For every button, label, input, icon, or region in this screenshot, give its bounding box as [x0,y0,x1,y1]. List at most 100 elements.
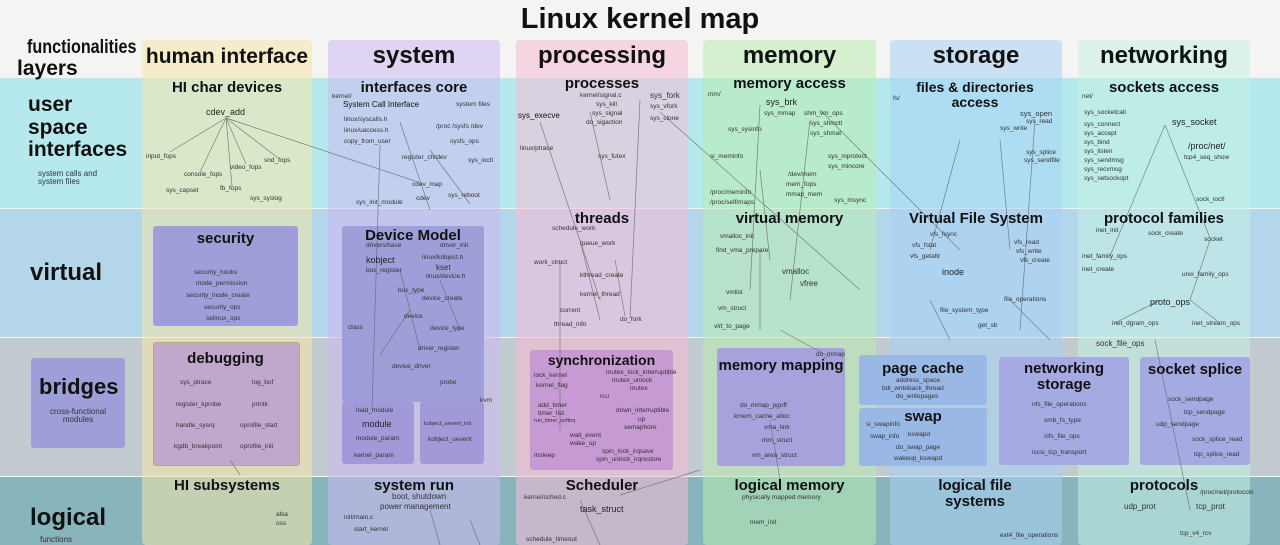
label-bus-register: bus_register [366,267,402,274]
label-oprofile-init: oprofile_init [240,443,274,450]
label-add-timer: add_timer [538,402,567,409]
label-sys-futex: sys_futex [598,153,626,160]
label-sys-sendfile: sys_sendfile [1024,157,1060,164]
label-vfs-getattr: vfs_getattr [910,253,941,260]
label-task-struct: task_struct [580,504,624,514]
label-msleep: msleep [534,452,555,459]
label-sys-mprotect: sys_mprotect [828,153,867,160]
label-sys-mmap: sys_mmap [764,110,796,117]
label-sys-sendmsg: sys_sendmsg [1084,157,1124,164]
label-si-meminfo: si_meminfo [710,153,744,160]
label-si-swapinfo: si_swapinfo [866,421,900,428]
label-kernel-thread: kernel_thread [580,291,620,298]
row-title-user-space: user space interfaces [28,93,128,162]
label-alsa: alsa [276,511,288,518]
label-smb-fs-type: smb_fs_type [1044,417,1081,424]
section-logical-file-systems: logical file systems [938,477,1012,510]
label-kswapd: kswapd [908,431,931,438]
label-iscsi-tcp-transport: iscsi_tcp_transport [1032,449,1087,456]
label-vmalloc: vmalloc [782,267,810,276]
section-device-model: Device Model [365,227,461,244]
label-cifs-file-ops: cifs_file_ops [1044,433,1080,440]
label-file-system-type: file_system_type [940,307,989,314]
label-kset: kset [436,263,451,272]
section-debugging: debugging [187,350,264,367]
section-processes: processes [564,75,640,92]
section-security: security [196,230,255,247]
section-system-run: system run [373,477,455,494]
label-do-sigaction: do_sigaction [586,119,623,126]
section-swap: swap [904,408,942,425]
label-wakeup-kswapd: wakeup_kswapd [894,455,943,462]
label-vfs-write: vfs_write [1016,248,1042,255]
label-power-management: power management [380,502,451,511]
label-tcp-sendpage: tcp_sendpage [1184,409,1225,416]
label-up: up [638,416,646,423]
label-do-fork: do_fork [620,316,642,323]
label-swap-info: swap_info [870,433,900,440]
label-sock-file-ops: sock_file_ops [1096,339,1145,348]
label-security-hooks: security_hooks [194,269,238,276]
label-start-kernel: start_kernel [354,526,388,533]
socket-splice-box [1140,357,1250,465]
label-rcu: rcu [600,393,610,400]
label-sys-reboot: sys_reboot [448,192,480,199]
label-semaphore: semaphore [624,424,657,431]
page-cache-box [859,355,987,405]
label-driver-register: driver_register [418,345,460,352]
label-work-struct: work_struct [534,259,568,266]
page-title: Linux kernel map [520,3,760,35]
label-class: class [348,324,363,331]
label-tcp-v4-rcv: tcp_v4_rcv [1180,530,1212,537]
label-sock-ioctl: sock_ioctl [1196,196,1225,203]
label-kobject-uevent-init: kobject_uevent_init [424,421,472,427]
label-sys-listen: sys_listen [1084,148,1113,155]
label-virt-to-page: virt_to_page [714,323,750,330]
label-snd-fops: snd_fops [264,157,291,164]
label-sock-splice-read: sock_splice_read [1192,436,1243,443]
label-udp-prot: udp_prot [1124,502,1156,511]
label-sys-kill: sys_kill [596,101,617,108]
label-sys-capset: sys_capset [166,187,199,194]
label-proc-sysfs-dev: /proc /sysfs /dev [436,123,483,130]
label-vfs-read: vfs_read [1014,239,1039,246]
label-input-fops: input_fops [146,153,176,160]
label-do-mmap: do_mmap [816,351,845,358]
label-mem-init: mem_init [750,519,777,526]
label-kvm: kvm [480,397,492,404]
label-video-fops: video_fops [230,164,262,171]
section-logical-memory: logical memory [734,477,845,494]
label-sys-init-module: sys_init_module [356,199,403,206]
label-sys-splice: sys_splice [1026,149,1056,156]
label-do-swap-page: do_swap_page [896,444,941,451]
label-mode-permission: mode_permission [196,280,248,287]
label-proc-net: /proc/net/ [1188,141,1226,151]
label-init-main: init/main.c [344,514,374,521]
label-do-mmap-pgoff: do_mmap_pgoff [740,402,787,409]
label-spin-lock-irqsave: spin_lock_irqsave [602,448,654,455]
label-sys-bind: sys_bind [1084,139,1110,146]
label-sys-syslog: sys_syslog [250,195,282,202]
label-spin-unlock-irqrestore: spin_unlock_irqrestore [596,456,662,463]
label-device-driver: device_driver [392,363,431,370]
label-sys-connect: sys_connect [1084,121,1121,128]
label-physically-mapped: physically mapped memory [742,494,821,501]
label-wake-up: wake_up [570,440,597,447]
section-virtual-memory: virtual memory [735,210,844,227]
label-kernel-param: kernel_param [354,452,394,459]
label-vfree: vfree [800,279,818,288]
label-down-interruptible: down_interruptible [616,407,670,414]
label-sys-setsockopt: sys_setsockopt [1084,175,1129,182]
label-sys-mincore: sys_mincore [828,163,865,170]
section-memory-access: memory access [733,75,846,92]
label-lock-kernel: lock_kernel [534,372,567,379]
label-kthread-create: kthread_create [580,272,624,279]
section-page-cache: page cache [882,360,964,377]
label-proc-self-maps: /proc/self/maps [710,199,755,206]
section-protocols: protocols [1129,477,1199,494]
label-current: current [560,307,581,314]
label-cdev-add: cdev_add [206,107,246,117]
swap-box [859,408,987,466]
debugging-box [153,342,300,466]
